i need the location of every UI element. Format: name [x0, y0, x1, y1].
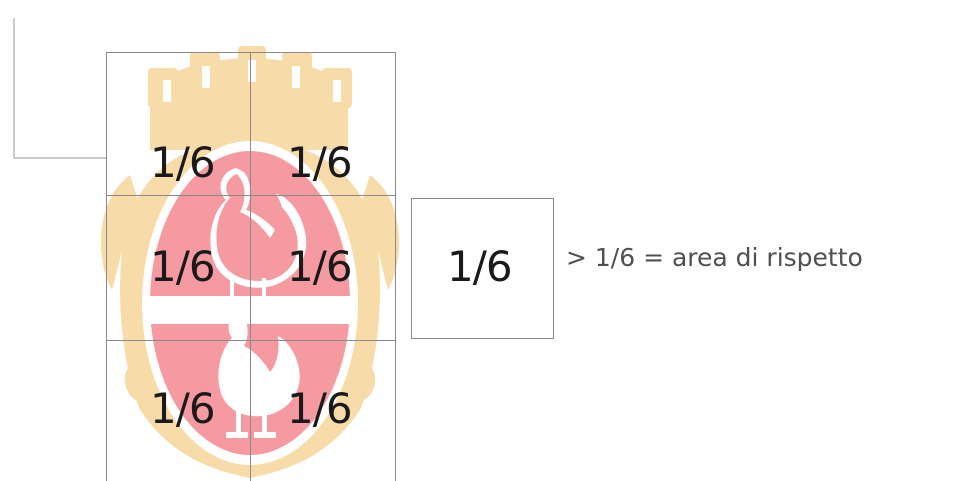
cell-label: 1/6 [287, 246, 352, 288]
cell-label: 1/6 [150, 246, 215, 288]
cell-label: 1/6 [287, 142, 352, 184]
bracket-line [14, 18, 106, 158]
cell-label: 1/6 [287, 388, 352, 430]
cell-label: 1/6 [150, 142, 215, 184]
cell-label: 1/6 [150, 388, 215, 430]
legend-text: > 1/6 = area di rispetto [566, 245, 863, 270]
reference-label: 1/6 [447, 246, 512, 288]
